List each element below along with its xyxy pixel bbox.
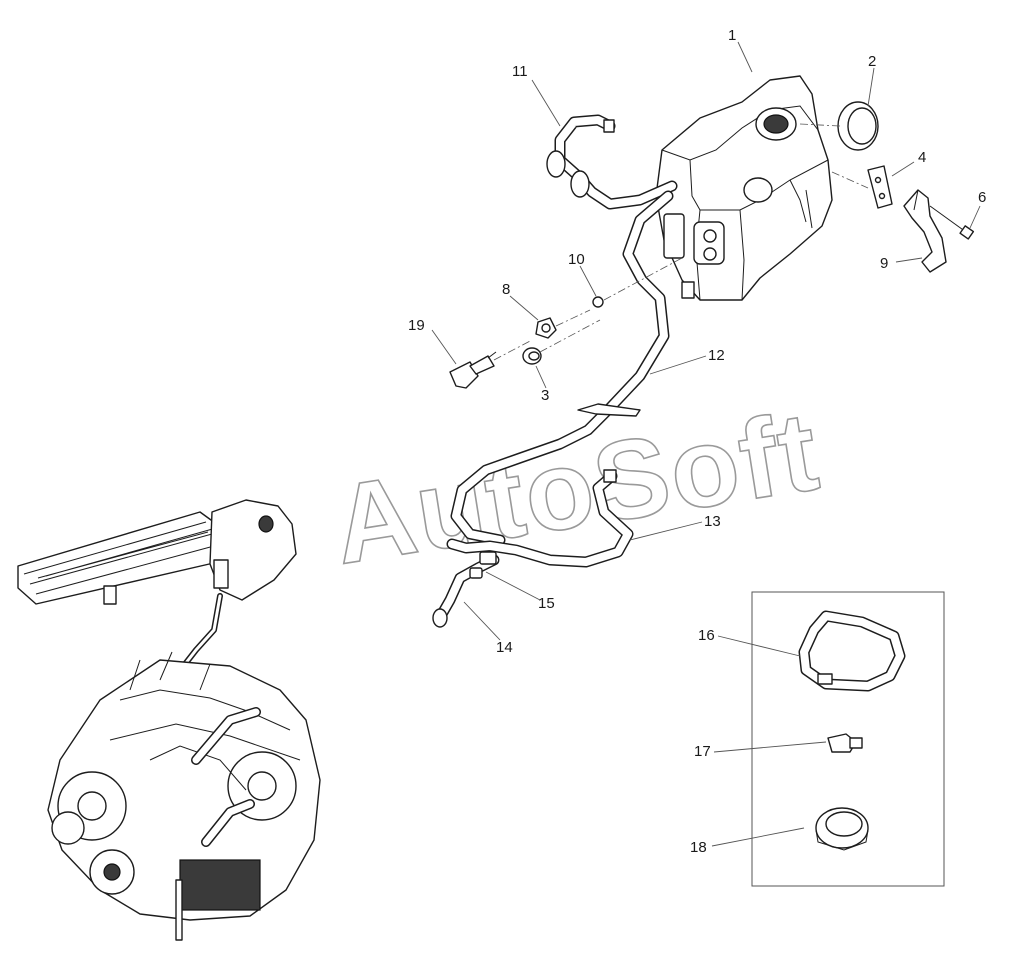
callout-19: 19 [408, 317, 425, 334]
bolt [929, 205, 975, 240]
callout-8: 8 [502, 281, 510, 298]
callout-17: 17 [694, 743, 711, 760]
callout-10: 10 [568, 251, 585, 268]
callout-18: 18 [690, 839, 707, 856]
callout-11: 11 [512, 63, 528, 80]
grommet [522, 319, 601, 365]
rubber-grommet [815, 807, 869, 851]
elbow-hose [432, 554, 500, 628]
tank-bracket [903, 189, 947, 273]
expansion-tank [655, 75, 833, 301]
overview-engine [47, 651, 321, 941]
upper-hose [546, 114, 678, 210]
callout-6: 6 [978, 189, 986, 206]
small-clip [592, 257, 683, 308]
mounting-plate [831, 165, 893, 209]
callout-12: 12 [708, 347, 725, 364]
leader-lines [431, 41, 981, 847]
lower-hose [446, 469, 634, 568]
callout-labels: 1 2 3 4 6 8 9 10 11 12 13 14 15 16 17 18… [408, 27, 986, 856]
hose-clamp [827, 733, 863, 753]
callout-9: 9 [880, 255, 888, 272]
long-hose [450, 190, 674, 546]
nut [535, 309, 591, 339]
callout-4: 4 [918, 149, 926, 166]
inset-kit-box [751, 591, 945, 887]
callout-1: 1 [728, 27, 736, 44]
callout-14: 14 [496, 639, 513, 656]
hose-loop [798, 610, 906, 692]
overview-radiator [17, 499, 297, 693]
callout-16: 16 [698, 627, 715, 644]
level-sensor [449, 339, 533, 389]
tank-cap [799, 101, 879, 151]
hose-clamp-cluster [469, 551, 497, 579]
callout-13: 13 [704, 513, 721, 530]
callout-3: 3 [541, 387, 549, 404]
callout-2: 2 [868, 53, 876, 70]
callout-15: 15 [538, 595, 555, 612]
